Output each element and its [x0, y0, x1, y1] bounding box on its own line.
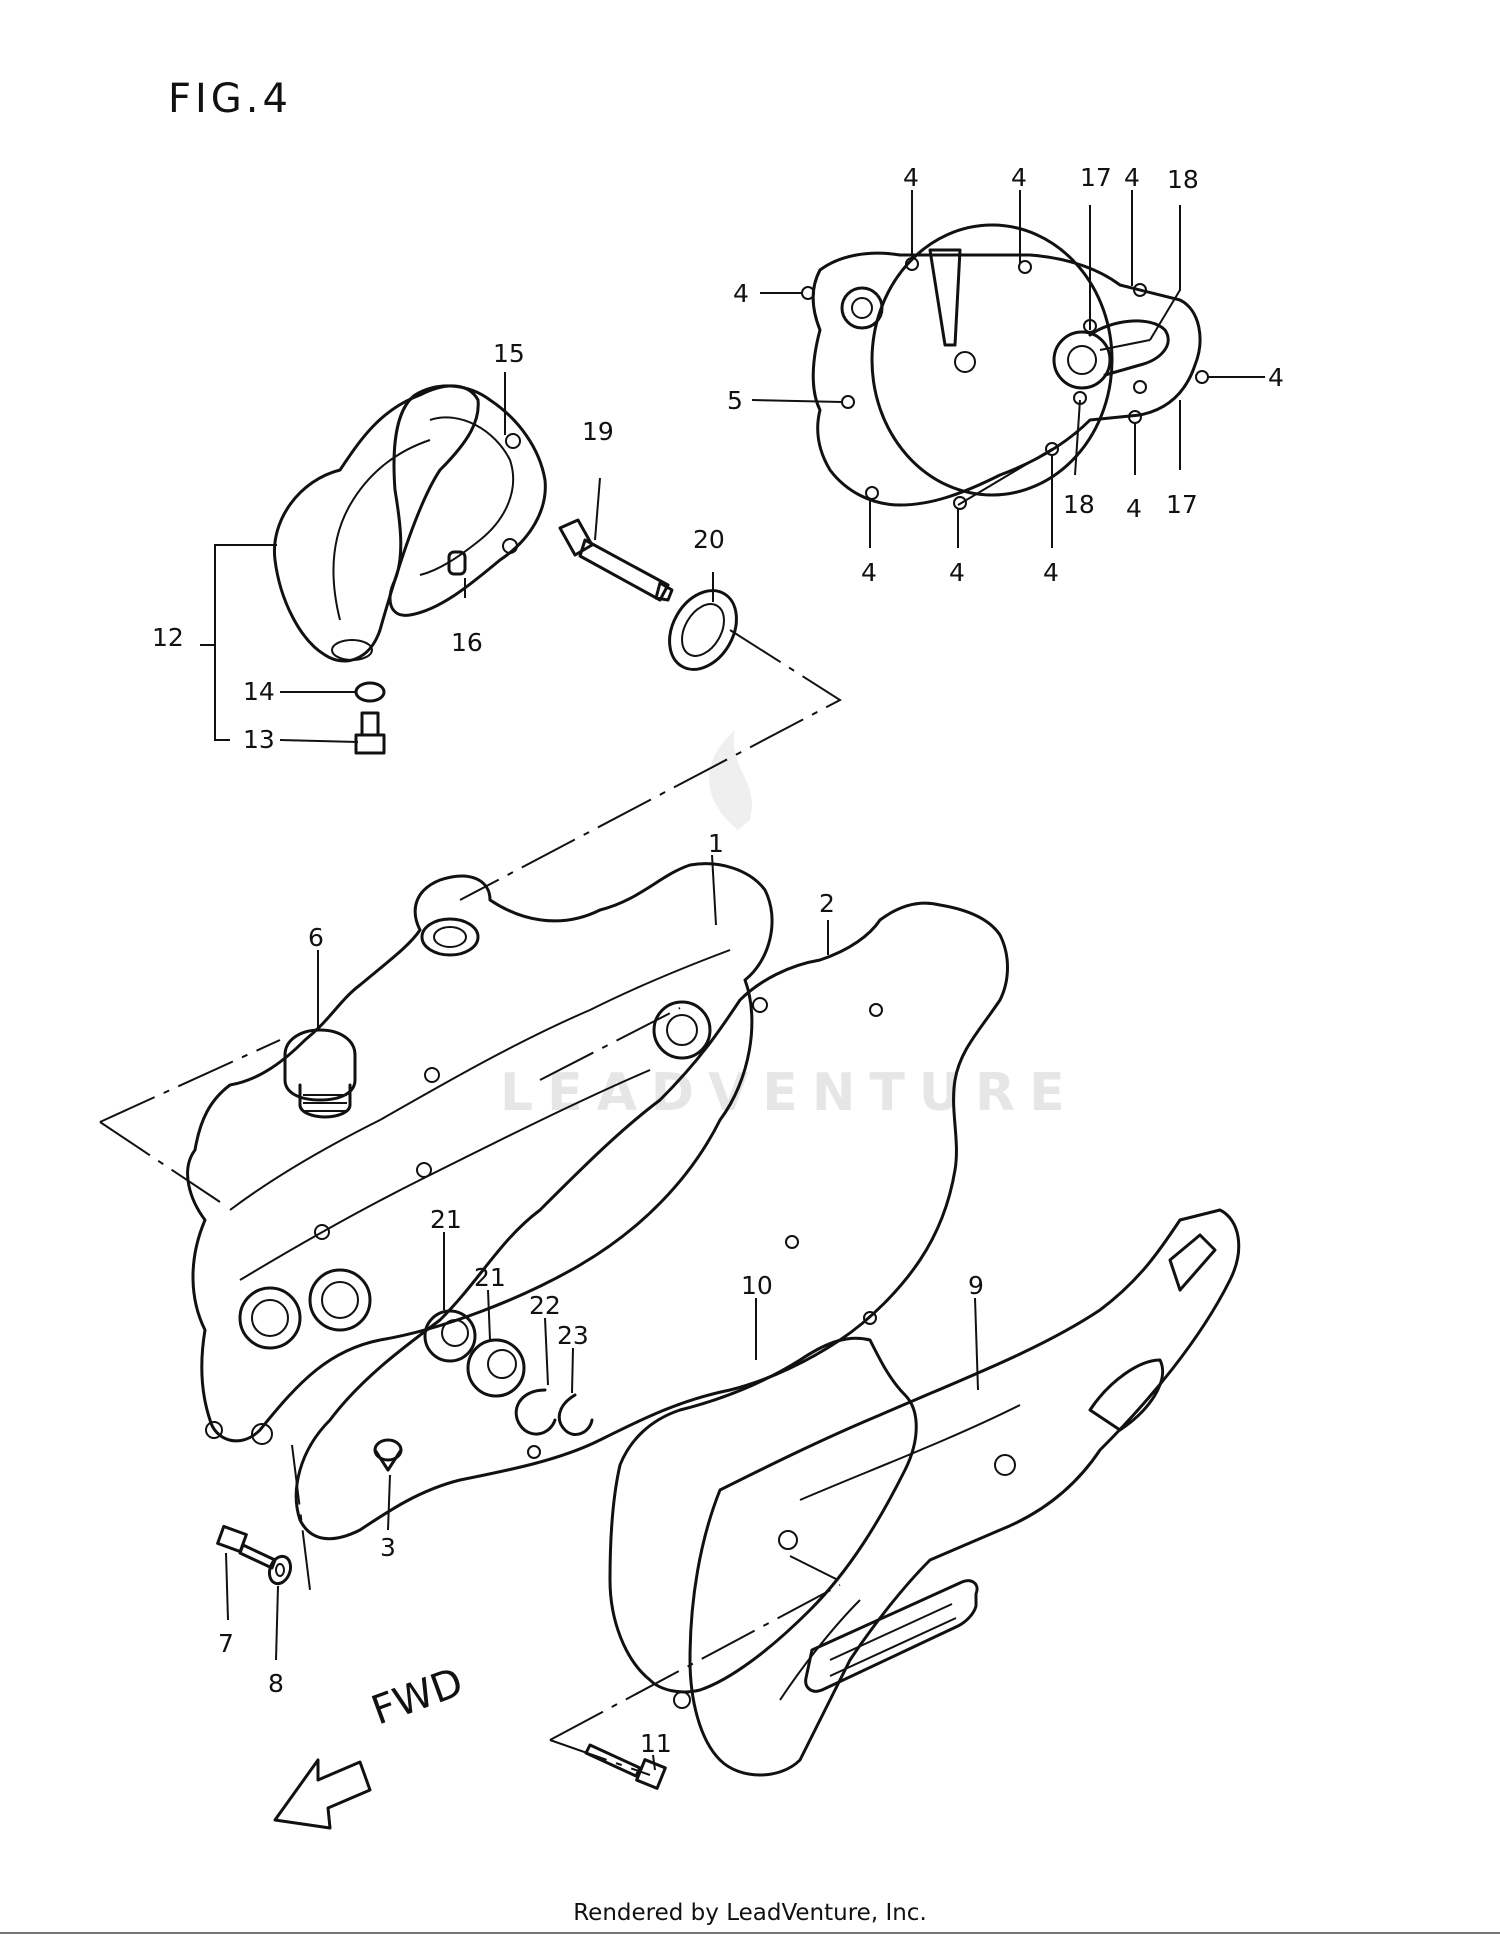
callout-10: 10	[741, 1271, 773, 1300]
drain-bolt	[354, 711, 386, 755]
watermark-text: LEADVENTURE	[500, 1063, 1079, 1123]
water-pump-housing-inner	[332, 439, 431, 621]
callout-18: 18	[1167, 165, 1199, 194]
callout-1: 1	[708, 829, 724, 858]
circlip-22	[514, 1388, 557, 1436]
callout-4: 4	[1124, 163, 1140, 192]
callout-4: 4	[1011, 163, 1027, 192]
callout-labels: 4 4 17 4 18 4 4 5 18 4 17 4 4 4 15 19 20…	[152, 163, 1284, 1758]
callout-23: 23	[557, 1321, 589, 1350]
callout-4: 4	[1268, 363, 1284, 392]
callout-11: 11	[640, 1729, 672, 1758]
forward-direction-indicator: FWD	[273, 1659, 469, 1830]
sealing-washer	[354, 681, 386, 703]
dowel-pin	[447, 550, 467, 576]
water-pump-assembly	[200, 384, 738, 755]
circlip-23	[557, 1393, 594, 1436]
right-crankcase-cover	[186, 862, 774, 1443]
callout-3: 3	[380, 1533, 396, 1562]
callout-21: 21	[474, 1263, 506, 1292]
callout-13: 13	[243, 725, 275, 754]
oil-seal	[668, 589, 738, 671]
callout-19: 19	[582, 417, 614, 446]
callout-2: 2	[819, 889, 835, 918]
callout-6: 6	[308, 923, 324, 952]
callout-4: 4	[1043, 558, 1059, 587]
crankcase-cover-gasket	[294, 901, 1009, 1541]
clutch-cover	[801, 223, 1209, 510]
water-pump-housing	[272, 384, 480, 663]
callout-14: 14	[243, 677, 275, 706]
water-pump-gasket	[388, 384, 547, 617]
washer-8	[267, 1554, 293, 1586]
fwd-label: FWD	[366, 1659, 469, 1734]
callout-16: 16	[451, 628, 483, 657]
callout-21: 21	[430, 1205, 462, 1234]
footer-credit: Rendered by LeadVenture, Inc.	[573, 1900, 927, 1926]
clutch-cover-dome	[870, 223, 1114, 497]
callout-5: 5	[727, 386, 743, 415]
footer-divider	[0, 1932, 1500, 1934]
callout-4: 4	[733, 279, 749, 308]
callout-7: 7	[218, 1629, 234, 1658]
generator-cover	[688, 1208, 1241, 1777]
callout-4: 4	[903, 163, 919, 192]
bearing-2	[466, 1338, 526, 1398]
impeller-shaft	[558, 518, 674, 602]
clutch-cover-outline	[811, 251, 1202, 507]
callout-4: 4	[861, 558, 877, 587]
water-pump-outlet	[331, 639, 373, 661]
bearing-1	[423, 1309, 477, 1363]
callout-17: 17	[1080, 163, 1112, 192]
callout-4: 4	[949, 558, 965, 587]
callout-17: 17	[1166, 490, 1198, 519]
callout-22: 22	[529, 1291, 561, 1320]
callout-8: 8	[268, 1669, 284, 1698]
callout-4: 4	[1126, 494, 1142, 523]
oil-filler-cap	[283, 1028, 357, 1119]
suzuki-logo-plate	[804, 1579, 979, 1693]
callout-15: 15	[493, 339, 525, 368]
callout-12: 12	[152, 623, 184, 652]
callout-9: 9	[968, 1271, 984, 1300]
callout-18: 18	[1063, 490, 1095, 519]
crankcase-assembly	[186, 862, 774, 1445]
leader-lines	[99, 190, 1265, 1776]
generator-cover-gasket	[608, 1336, 918, 1694]
callout-20: 20	[693, 525, 725, 554]
bolt-7	[216, 1524, 277, 1570]
leadventure-watermark: LEADVENTURE	[500, 730, 1079, 1123]
figure-title: FIG.4	[168, 76, 292, 122]
dowel-pin-3	[373, 1438, 403, 1472]
